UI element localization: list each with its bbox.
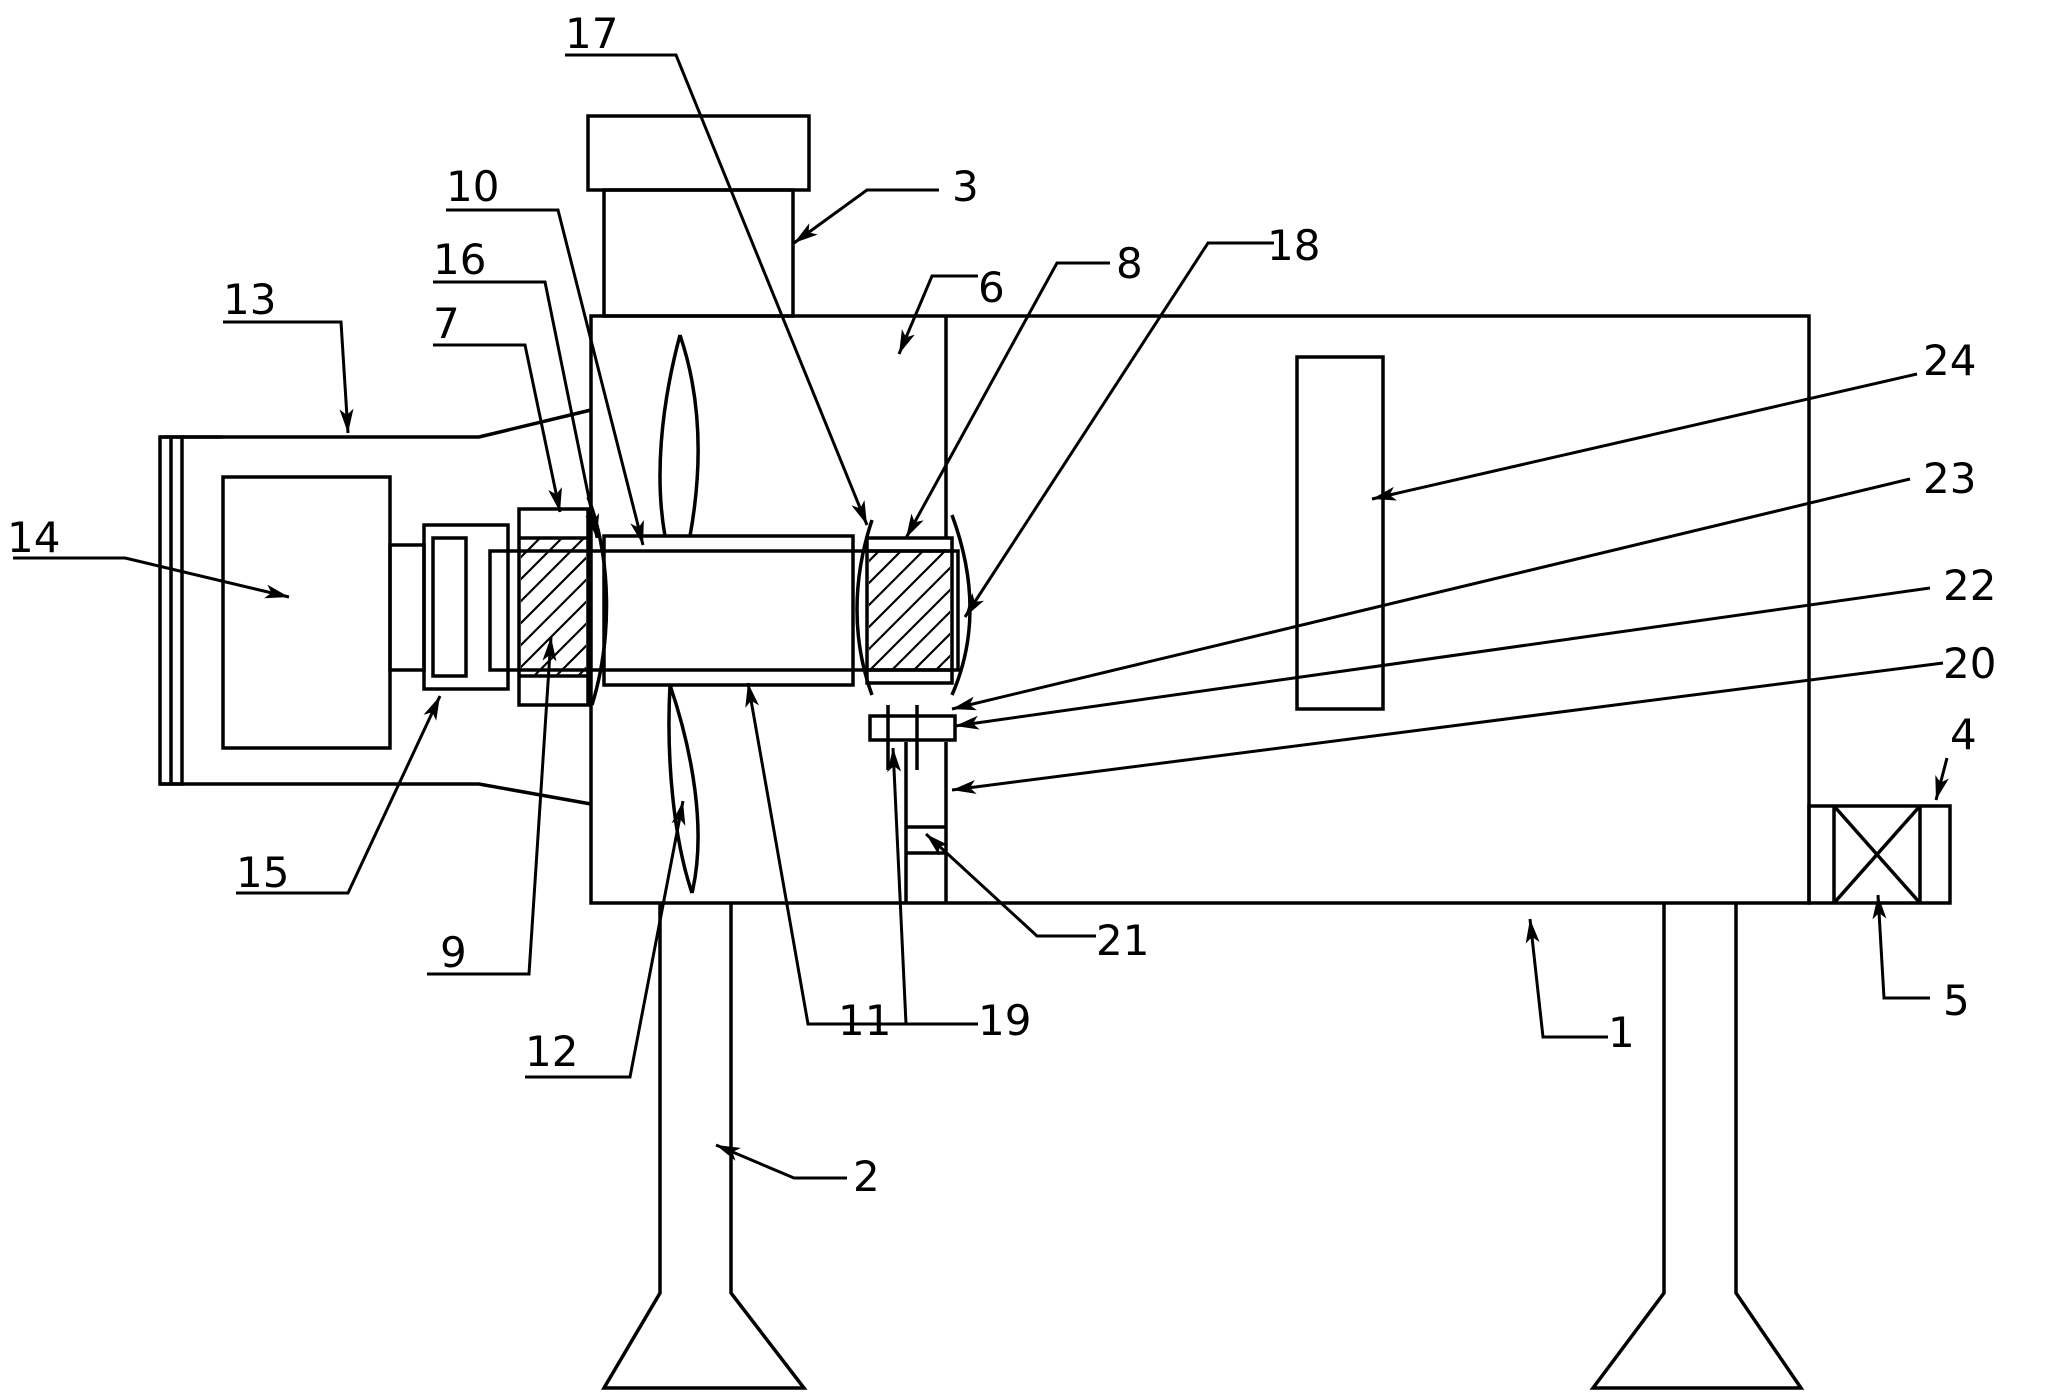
- coupling-outer: [422, 523, 510, 691]
- right-bearing: [865, 536, 954, 685]
- lower-blade: [667, 684, 700, 894]
- right-outer-seal: [950, 514, 972, 696]
- hopper-cap: [586, 114, 811, 192]
- callout-13: 13: [223, 275, 276, 324]
- callout-6: 6: [978, 263, 1005, 312]
- callout-14: 14: [7, 513, 60, 562]
- callout-8: 8: [1116, 239, 1143, 288]
- callout-18: 18: [1267, 221, 1320, 270]
- right-support-leg: [1589, 903, 1805, 1390]
- callout-3: 3: [952, 162, 979, 211]
- leader-23: [951, 477, 1911, 711]
- motor: [221, 475, 392, 750]
- callout-21: 21: [1096, 916, 1149, 965]
- callout-19: 19: [978, 996, 1031, 1045]
- leader-20: [951, 661, 1944, 794]
- callout-17: 17: [565, 9, 618, 58]
- leader-lines: [13, 53, 1949, 1180]
- leader-7: [433, 343, 562, 513]
- callout-15: 15: [236, 848, 289, 897]
- leader-24: [1371, 372, 1918, 501]
- leader-10: [446, 208, 645, 546]
- callout-labels: 1 2 3 4 5 6 7 8 9 10 11 12 13 14 15 16 1…: [7, 9, 1996, 1201]
- leader-17: [565, 53, 869, 526]
- upper-blade: [658, 334, 700, 537]
- leader-21: [924, 832, 1096, 938]
- right-inner-seal: [855, 519, 874, 696]
- leader-18: [963, 241, 1274, 618]
- viewing-window: [1295, 355, 1385, 711]
- callout-4: 4: [1950, 710, 1977, 759]
- leader-3: [793, 188, 939, 245]
- coupling: [422, 523, 510, 691]
- right-bearing-hatch: [869, 551, 950, 670]
- motor-shaft-stub: [388, 543, 426, 672]
- left-bearing-hatch: [521, 538, 586, 676]
- callout-7: 7: [433, 299, 460, 348]
- right-bearing-outer: [865, 536, 954, 685]
- callout-20: 20: [1943, 639, 1996, 688]
- valve-cross: [1832, 804, 1922, 905]
- leader-14: [13, 556, 290, 599]
- motor-end-plate: [158, 435, 223, 786]
- leader-19: [887, 747, 978, 1026]
- leader-8: [904, 261, 1110, 539]
- valve-body: [1807, 804, 1952, 905]
- motor-cover: [160, 408, 592, 806]
- main-shaft: [488, 549, 960, 672]
- callout-10: 10: [446, 162, 499, 211]
- left-support-leg: [600, 903, 808, 1390]
- leader-9: [427, 636, 557, 976]
- coupling-inner: [431, 536, 468, 678]
- callout-16: 16: [433, 235, 486, 284]
- callout-23: 23: [1923, 454, 1976, 503]
- leader-4: [1934, 757, 1949, 801]
- callout-5: 5: [1943, 976, 1970, 1025]
- feed-hopper: [586, 114, 811, 318]
- leader-13: [223, 320, 354, 434]
- callout-24: 24: [1923, 336, 1976, 385]
- leader-16: [433, 280, 600, 539]
- callout-2: 2: [853, 1152, 880, 1201]
- lower-fixing-assembly: [868, 705, 957, 903]
- rotor: [602, 534, 855, 687]
- discharge-valve: [1807, 804, 1952, 905]
- leader-2: [715, 1143, 847, 1180]
- bolt-nut: [868, 714, 957, 742]
- callout-1: 1: [1608, 1008, 1635, 1057]
- leader-22: [954, 586, 1931, 730]
- leader-5: [1872, 894, 1930, 1000]
- leader-1: [1525, 918, 1608, 1039]
- leader-11: [745, 682, 906, 1026]
- leader-12: [525, 800, 686, 1079]
- callout-11: 11: [838, 996, 891, 1045]
- callout-9: 9: [440, 928, 467, 977]
- hopper-neck: [602, 188, 795, 318]
- leader-6: [897, 274, 978, 355]
- callout-12: 12: [525, 1027, 578, 1076]
- left-bearing: [517, 507, 590, 707]
- main-housing: [589, 314, 1811, 905]
- callout-22: 22: [1943, 561, 1996, 610]
- leader-15: [236, 695, 442, 895]
